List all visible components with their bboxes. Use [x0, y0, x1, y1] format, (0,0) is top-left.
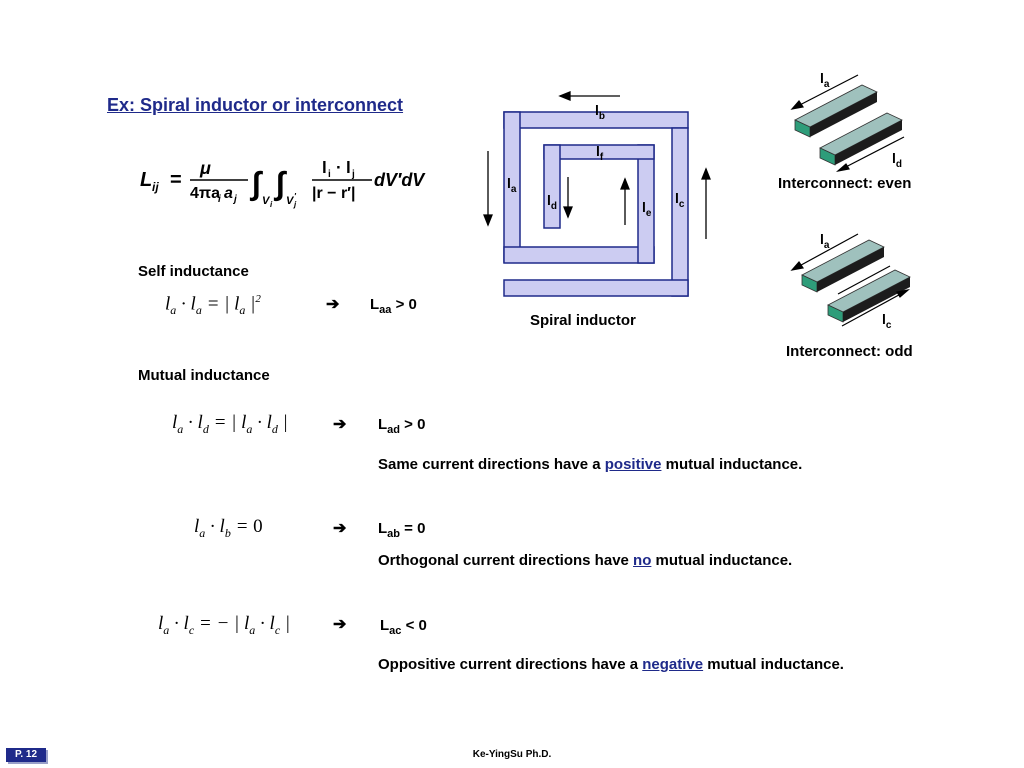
- keyword-no: no: [633, 552, 652, 569]
- interconnect-odd-caption: Interconnect: odd: [786, 343, 913, 360]
- spiral-segment-bottom: [503, 279, 689, 297]
- result-lad: Lad > 0: [378, 416, 426, 436]
- inductance-formula: L ij = μ 4πa i a j ∫ V i ∫ V ′ j l i · l…: [140, 148, 440, 215]
- bar-lower: [827, 269, 911, 323]
- svg-text:∫: ∫: [273, 165, 287, 202]
- label-lc: lc: [882, 311, 892, 331]
- svg-text:j: j: [293, 200, 297, 209]
- statement-no: Orthogonal current directions have no mu…: [378, 552, 793, 569]
- svg-text:la: la: [507, 175, 517, 195]
- svg-text:=: =: [170, 169, 182, 191]
- bar-upper: [794, 84, 878, 138]
- implies-arrow-icon: ➔: [326, 296, 340, 313]
- svg-text:i: i: [270, 200, 273, 209]
- footer-author: Ke-YingSu Ph.D.: [472, 749, 552, 760]
- implies-arrow-icon: ➔: [333, 416, 347, 433]
- svg-text:a: a: [224, 185, 233, 202]
- svg-text:V: V: [286, 195, 295, 207]
- interconnect-even-diagram: la ld: [790, 70, 905, 172]
- spiral-segment-inner-bottom: [503, 246, 655, 264]
- svg-text:lb: lb: [595, 102, 605, 122]
- spiral-segment-d: [543, 144, 561, 229]
- label-ld: ld: [892, 150, 902, 170]
- keyword-negative: negative: [642, 656, 704, 673]
- spiral-segment-c: [671, 127, 689, 297]
- page-number-badge: P. 12: [6, 748, 46, 762]
- svg-text:L: L: [140, 169, 152, 191]
- mutual-ab-expression: la · lb = 0: [194, 516, 263, 540]
- interconnect-even-caption: Interconnect: even: [778, 175, 912, 192]
- svg-text:ij: ij: [152, 180, 159, 194]
- svg-text:i: i: [218, 194, 221, 205]
- spiral-inductor-diagram: lb la lf ld le lc: [483, 91, 711, 297]
- svg-text:V: V: [262, 195, 271, 207]
- svg-text:l: l: [346, 158, 351, 177]
- inductance-formula-graphic: L ij = μ 4πa i a j ∫ V i ∫ V ′ j l i · l…: [140, 158, 426, 209]
- self-inductance-heading: Self inductance: [138, 263, 249, 280]
- implies-arrow-icon: ➔: [333, 520, 347, 537]
- result-lab: Lab = 0: [378, 520, 426, 540]
- svg-text:ld: ld: [547, 192, 557, 212]
- statement-positive: Same current directions have a positive …: [378, 456, 803, 473]
- keyword-positive: positive: [604, 456, 662, 473]
- svg-text:′: ′: [294, 192, 297, 201]
- implies-arrow-icon: ➔: [333, 616, 347, 633]
- svg-text:le: le: [642, 199, 652, 219]
- statement-negative: Oppositive current directions have a neg…: [378, 656, 844, 673]
- svg-text:i: i: [328, 169, 331, 180]
- mutual-ad-expression: la · ld = | la · ld |: [172, 412, 288, 436]
- self-inductance-expression: la · la = | la |2: [165, 293, 261, 318]
- svg-text:lc: lc: [675, 190, 685, 210]
- bar-upper: [801, 239, 885, 293]
- label-la: la: [820, 231, 830, 251]
- mutual-inductance-heading: Mutual inductance: [138, 367, 270, 384]
- slide-title: Ex: Spiral inductor or interconnect: [107, 95, 404, 115]
- result-lac: Lac < 0: [380, 617, 427, 637]
- svg-text:∫: ∫: [249, 165, 263, 202]
- label-la: la: [820, 70, 830, 90]
- mutual-ac-expression: la · lc = − | la · lc |: [158, 613, 291, 637]
- svg-text:j: j: [351, 169, 355, 180]
- svg-text:lf: lf: [596, 143, 604, 163]
- spiral-segment-e: [637, 144, 655, 264]
- svg-text:l: l: [322, 158, 327, 177]
- svg-text:μ: μ: [199, 158, 211, 178]
- svg-text:dV′dV: dV′dV: [374, 170, 426, 190]
- bar-lower: [819, 112, 903, 166]
- spiral-inductor-caption: Spiral inductor: [530, 312, 636, 329]
- interconnect-odd-diagram: la lc: [790, 231, 911, 331]
- svg-text:|r − r′|: |r − r′|: [312, 185, 355, 202]
- svg-text:·: ·: [336, 158, 342, 177]
- svg-text:j: j: [232, 194, 237, 205]
- result-laa: Laa > 0: [370, 296, 417, 316]
- svg-text:4πa: 4πa: [190, 185, 220, 202]
